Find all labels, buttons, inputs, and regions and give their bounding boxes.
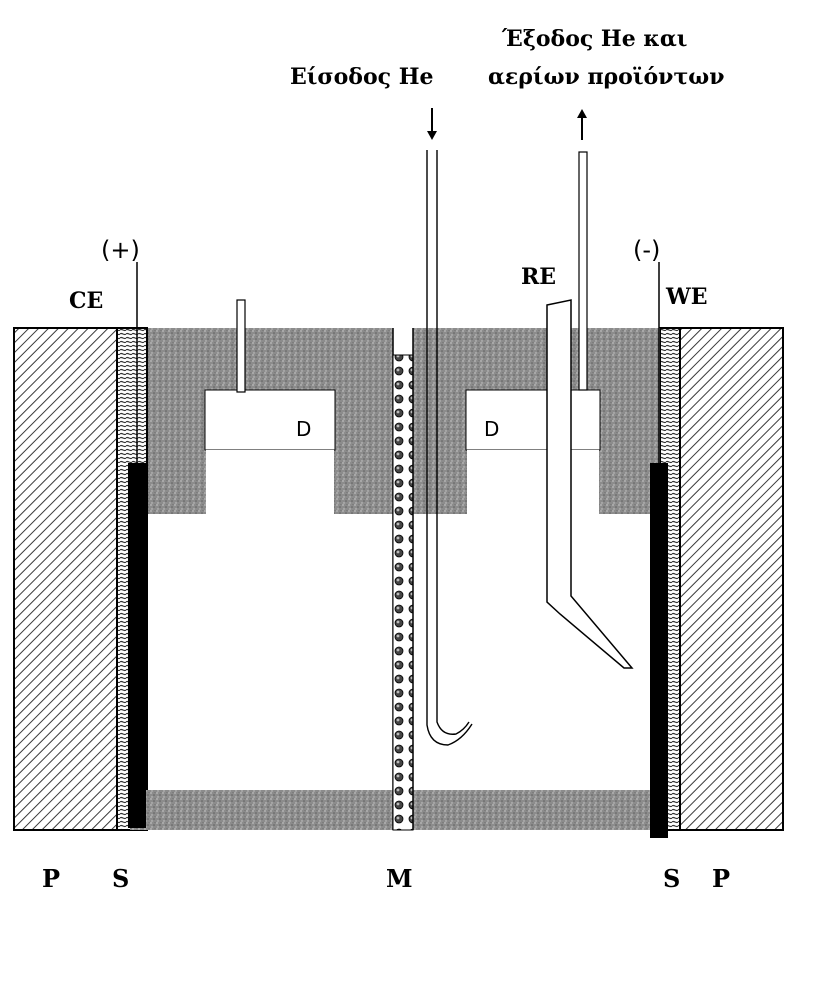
membrane-label: M (386, 864, 413, 893)
left-plate (13, 327, 118, 831)
counter-electrode (128, 463, 146, 828)
right-gas-space-d (465, 389, 601, 451)
right-plate-label: P (712, 864, 730, 893)
ce-label: CE (69, 288, 103, 314)
left-d-label: D (296, 417, 311, 441)
we-label: WE (665, 284, 707, 310)
re-label: RE (521, 264, 556, 290)
right-bottom-block (413, 790, 660, 830)
left-liquid-space (206, 450, 334, 514)
left-spacer-label: S (112, 864, 129, 893)
outlet-tube (578, 151, 588, 391)
outlet-label-line2: αερίων προϊόντων (488, 64, 724, 90)
he-inlet-tube-inner (436, 150, 470, 735)
working-electrode (650, 463, 668, 838)
left-vent-tube (236, 299, 246, 393)
right-plate (676, 327, 784, 831)
reference-electrode (546, 299, 634, 669)
plus-terminal-label: (+) (101, 236, 140, 264)
right-spacer-label: S (663, 864, 680, 893)
left-chamber (148, 514, 393, 790)
inlet-label: Είσοδος He (290, 64, 434, 90)
left-plate-label: P (42, 864, 60, 893)
right-d-label: D (484, 417, 499, 441)
outlet-arrow-head (577, 109, 587, 118)
outlet-label-line1: Έξοδος He και (501, 26, 687, 52)
left-bottom-block (130, 790, 393, 830)
right-chamber (413, 514, 660, 790)
inlet-arrow-head (427, 131, 437, 140)
right-liquid-space (467, 450, 599, 514)
membrane (392, 354, 414, 831)
minus-terminal-label: (-) (633, 236, 660, 264)
he-inlet-tube (426, 150, 473, 746)
left-gas-space-d (204, 389, 336, 451)
